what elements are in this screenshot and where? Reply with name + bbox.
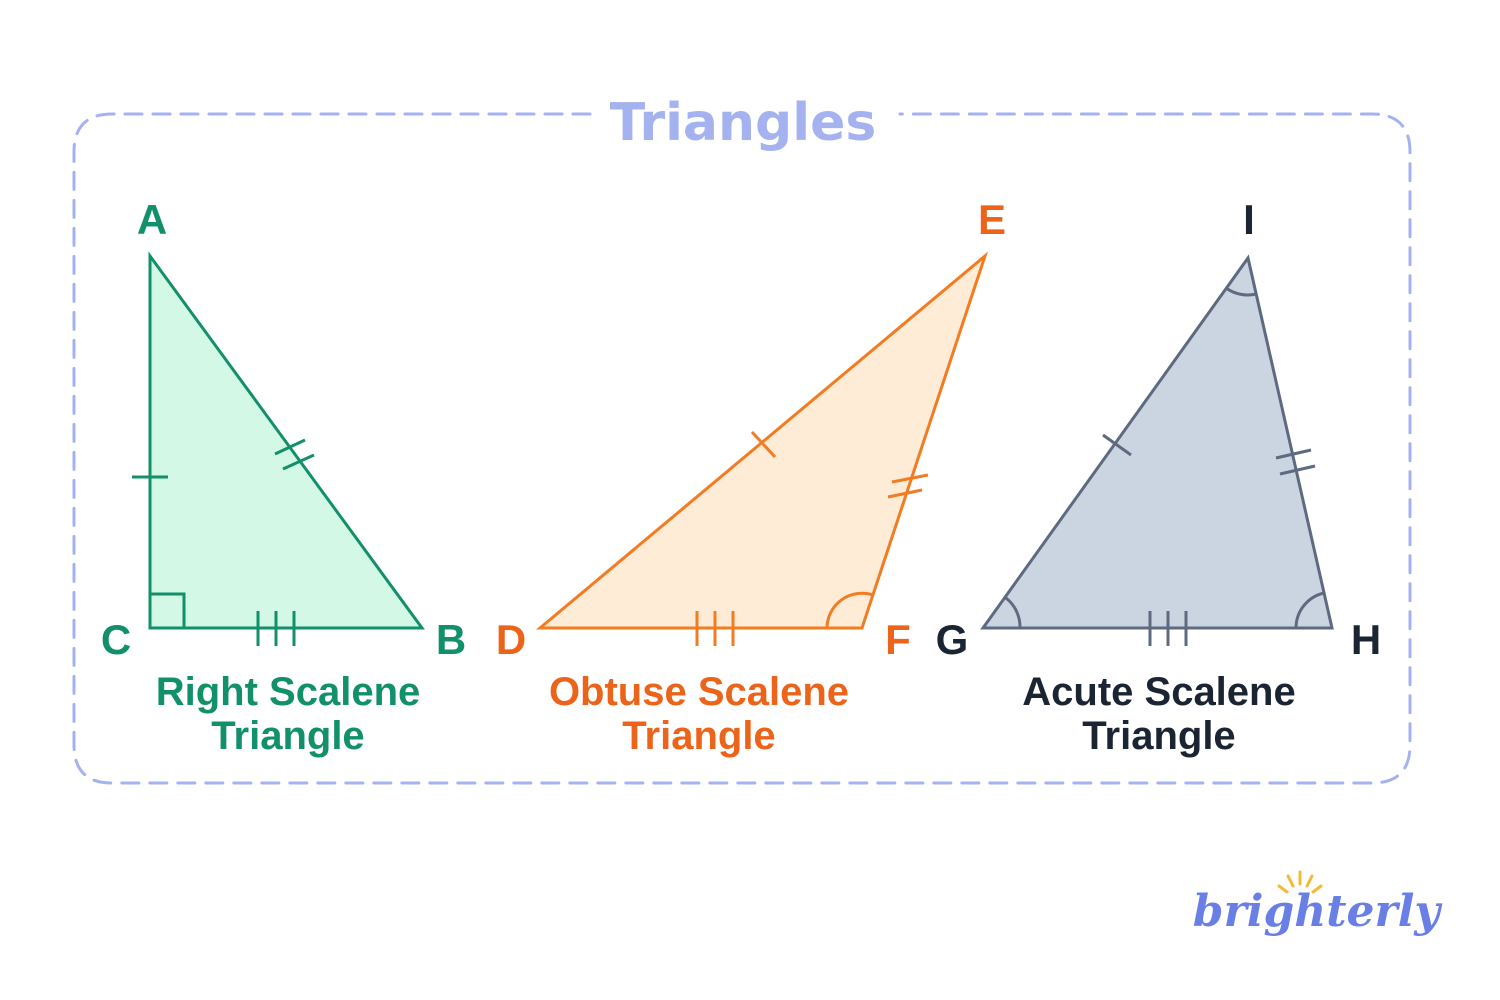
caption-line-1: Obtuse Scalene (549, 670, 849, 714)
brand-name: brighterly (1193, 886, 1444, 937)
acute-scalene-triangle: G H I Acute Scalene Triangle (936, 196, 1382, 758)
page-title: Triangles (610, 93, 877, 153)
vertex-label-a: A (137, 196, 167, 243)
vertex-label-i: I (1243, 196, 1255, 243)
double-tick-mark (282, 453, 315, 471)
angle-arc-h (1294, 591, 1325, 629)
vertex-label-h: H (1351, 616, 1381, 663)
triangle-shape (980, 254, 1334, 630)
double-tick-mark (1279, 464, 1316, 476)
brand-logo: brighterly (1193, 870, 1444, 937)
triangle-shape (148, 251, 425, 630)
right-scalene-triangle: A B C Right Scalene Triangle (101, 196, 466, 758)
angle-arc-i (1225, 286, 1257, 297)
vertex-label-c: C (101, 616, 131, 663)
vertex-label-g: G (936, 616, 969, 663)
caption-line-2: Triangle (1082, 714, 1235, 758)
caption-line-1: Right Scalene (156, 670, 421, 714)
obtuse-scalene-triangle: D E F Obtuse Scalene Triangle (496, 196, 1006, 758)
single-tick-mark (750, 430, 777, 459)
angle-arc-f (825, 591, 874, 629)
caption-line-2: Triangle (211, 714, 364, 758)
sun-rays-icon (1277, 870, 1323, 894)
vertex-label-f: F (885, 616, 911, 663)
dashed-frame (72, 112, 1412, 785)
double-tick-mark (1275, 448, 1312, 460)
double-tick-mark (891, 473, 929, 484)
single-tick-mark (1102, 433, 1132, 457)
caption-line-1: Acute Scalene (1022, 670, 1295, 714)
vertex-label-b: B (436, 616, 466, 663)
angle-arc-g (1005, 596, 1022, 629)
caption-line-2: Triangle (622, 714, 775, 758)
right-angle-marker (148, 592, 186, 630)
double-tick-mark (887, 488, 923, 499)
double-tick-mark (274, 438, 306, 456)
vertex-label-e: E (978, 196, 1006, 243)
vertex-label-d: D (496, 616, 526, 663)
